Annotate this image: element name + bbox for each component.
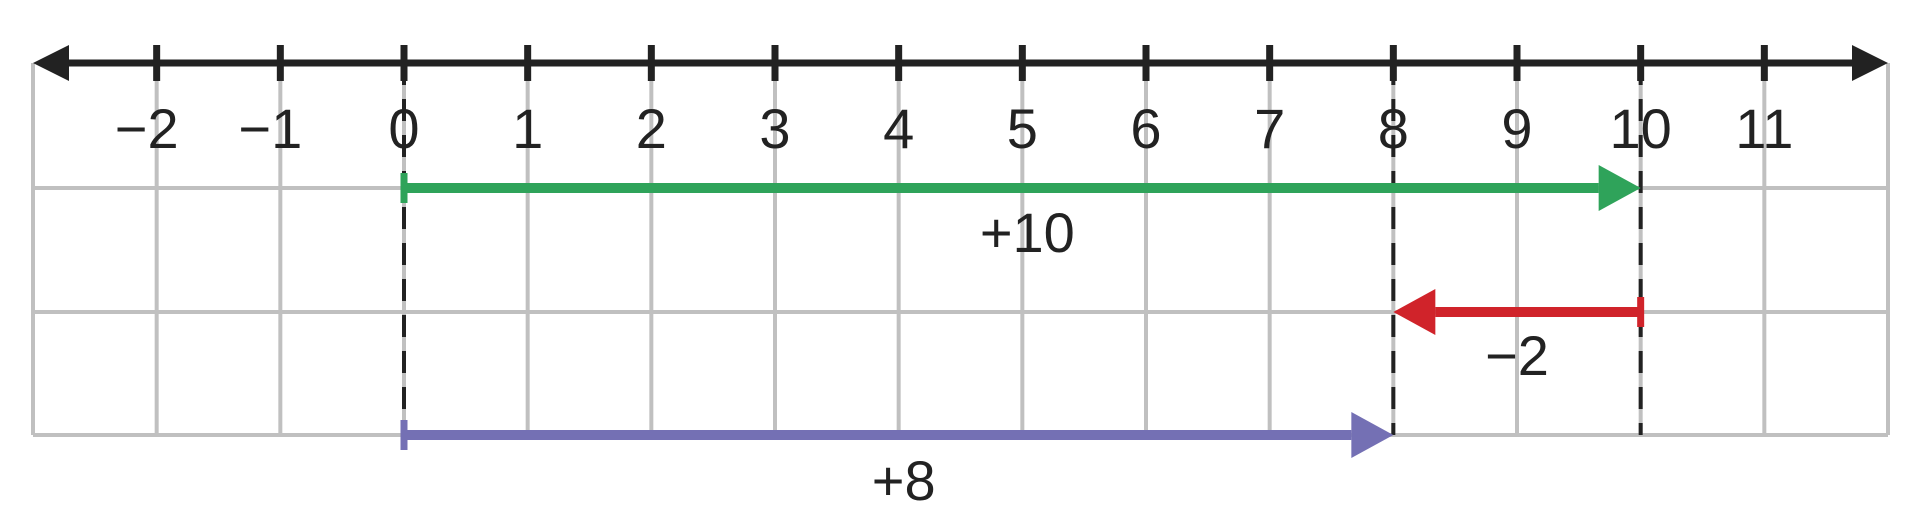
tick-label: 4	[883, 97, 914, 160]
tick-label: 1	[512, 97, 543, 160]
right-arrowhead	[1852, 45, 1888, 81]
arrow-label: +10	[980, 201, 1075, 264]
arrowhead	[1351, 412, 1394, 458]
tick-label: 5	[1007, 97, 1038, 160]
number-line-axis	[33, 45, 1888, 81]
left-arrowhead	[33, 45, 69, 81]
tick-label: 6	[1130, 97, 1161, 160]
tick-label: 10	[1610, 97, 1672, 160]
tick-label: 0	[388, 97, 419, 160]
addition-arrows: +10 −2 +8	[400, 165, 1645, 512]
arrow-label: +8	[872, 449, 936, 512]
arrow-1: +10	[400, 165, 1641, 264]
dashed-guides	[402, 63, 1643, 435]
tick-label: 7	[1254, 97, 1285, 160]
arrow-label: −2	[1485, 324, 1549, 387]
tick-label: −1	[238, 97, 302, 160]
tick-label: 2	[636, 97, 667, 160]
tick-label: 8	[1378, 97, 1409, 160]
tick-label: 9	[1501, 97, 1532, 160]
arrowhead	[1598, 165, 1641, 211]
tick-label: −2	[115, 97, 179, 160]
tick-label: 3	[759, 97, 790, 160]
tick-label: 11	[1735, 97, 1793, 160]
arrowhead	[1393, 289, 1436, 335]
tick-marks: −2 −1 0 1 2 3 4 5 6 7 8 9 10 11	[115, 45, 1793, 160]
arrow-3: +8	[400, 412, 1394, 512]
arrow-2: −2	[1393, 289, 1645, 387]
